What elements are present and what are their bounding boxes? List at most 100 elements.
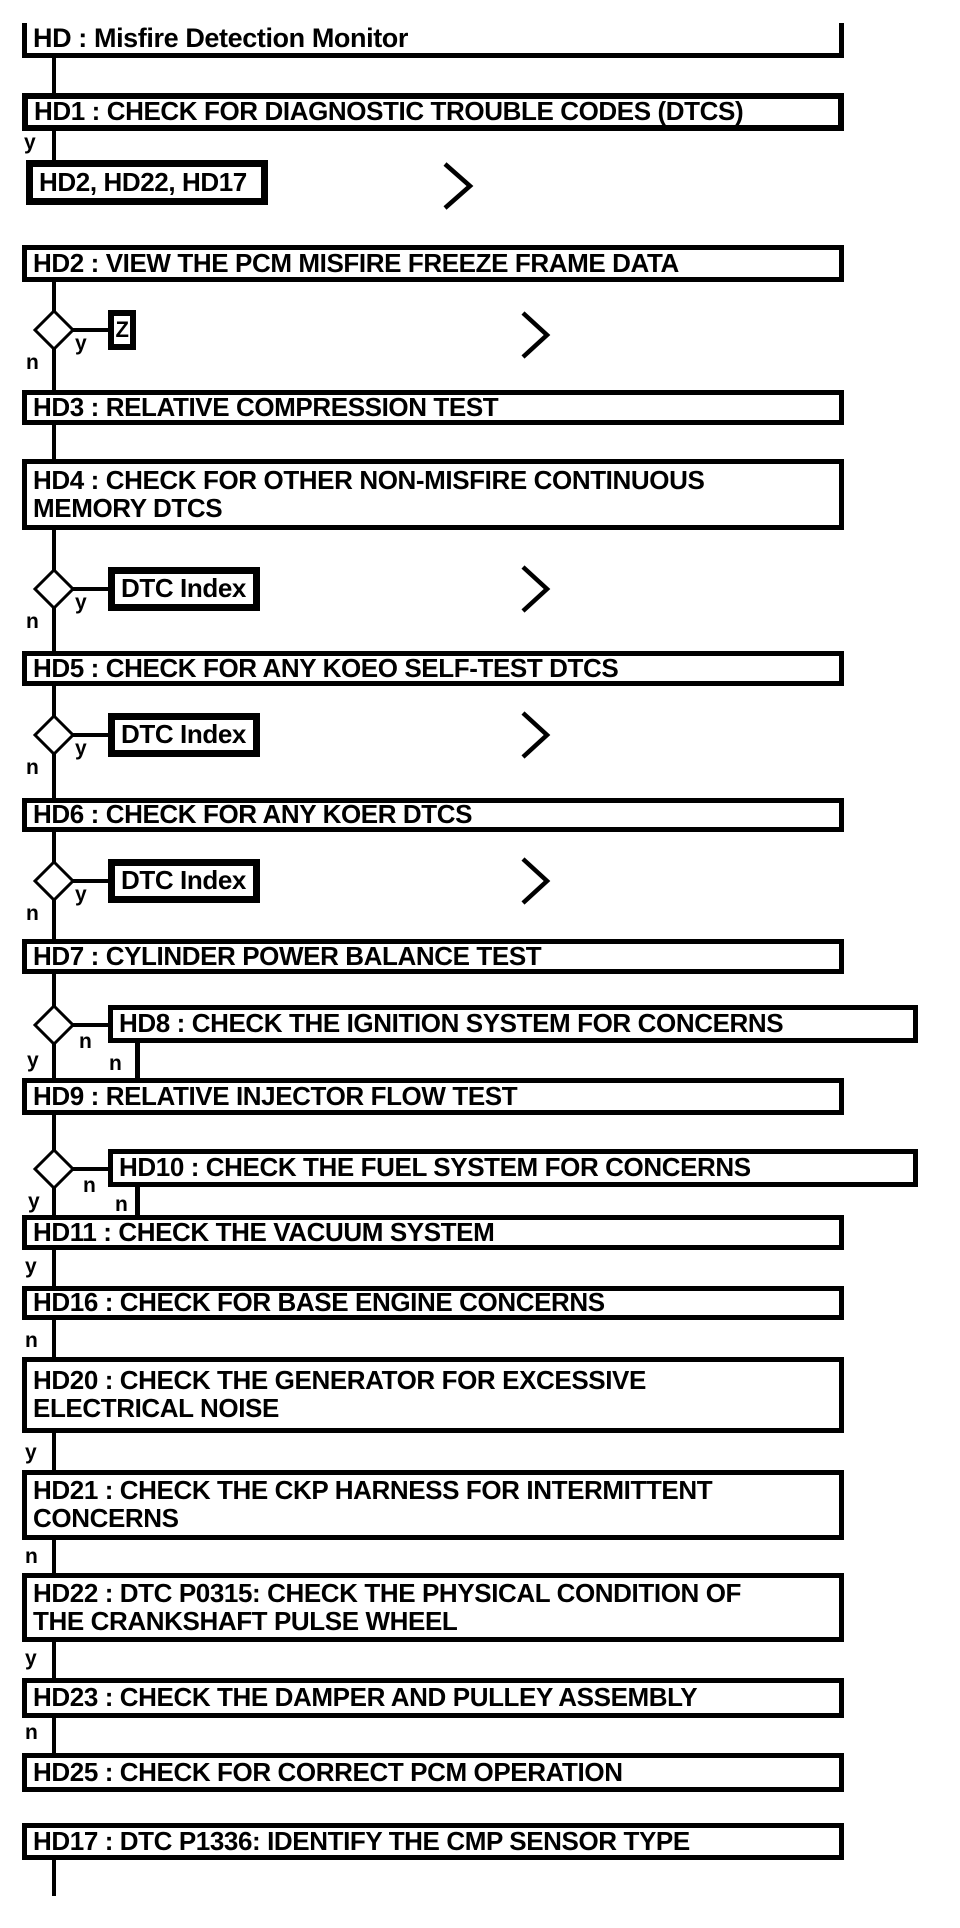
branch-label-yes-hd7: y (27, 1049, 39, 1072)
branch-label-yes-hd1: y (24, 131, 36, 154)
branch-label-no-hd21: n (25, 1545, 38, 1568)
branch-label-yes-hd9: y (28, 1190, 40, 1213)
branch-label-no-hd2: n (26, 351, 39, 374)
ref-z: Z (108, 310, 136, 350)
node-hd5-label: HD5 : CHECK FOR ANY KOEO SELF-TEST DTCS (33, 652, 619, 683)
connector-line (52, 347, 56, 392)
node-hd21: HD21 : CHECK THE CKP HARNESS FOR INTERMI… (22, 1470, 844, 1540)
connector-line (52, 606, 56, 653)
branch-label-no-hd23: n (25, 1721, 38, 1744)
node-hd6-label: HD6 : CHECK FOR ANY KOER DTCS (33, 799, 473, 830)
node-hd3-label: HD3 : RELATIVE COMPRESSION TEST (33, 391, 499, 422)
branch-label-no-hd5: n (26, 756, 39, 779)
decision-diamond-hd5 (32, 713, 76, 757)
connector-line (52, 1248, 56, 1288)
ref-dtc-index-1: DTC Index (108, 567, 260, 611)
node-hd4-label: HD4 : CHECK FOR OTHER NON-MISFIRE CONTIN… (33, 464, 705, 523)
chevron-right-icon (521, 311, 551, 359)
node-hd11: HD11 : CHECK THE VACUUM SYSTEM (22, 1215, 844, 1250)
node-hd1-label: HD1 : CHECK FOR DIAGNOSTIC TROUBLE CODES… (34, 96, 744, 127)
jump-list-label: HD2, HD22, HD17 (39, 166, 247, 197)
node-hd2-label: HD2 : VIEW THE PCM MISFIRE FREEZE FRAME … (33, 247, 679, 278)
ref-dtc-index-label: DTC Index (121, 573, 246, 604)
chevron-right-icon (521, 711, 551, 759)
decision-diamond-hd6 (32, 859, 76, 903)
node-hd22-label: HD22 : DTC P0315: CHECK THE PHYSICAL CON… (33, 1577, 742, 1636)
branch-label-no-hd7-right: n (79, 1030, 92, 1053)
connector-line (52, 752, 56, 800)
connector-line (52, 1537, 56, 1575)
branch-label-yes-hd20: y (25, 1441, 37, 1464)
connector-line (52, 1186, 56, 1217)
branch-label-yes-hd22: y (25, 1647, 37, 1670)
node-hd17-label: HD17 : DTC P1336: IDENTIFY THE CMP SENSO… (33, 1825, 690, 1856)
connector-line (52, 1715, 56, 1755)
connector-line (72, 1167, 110, 1171)
decision-diamonds (32, 308, 76, 1191)
node-hd23: HD23 : CHECK THE DAMPER AND PULLEY ASSEM… (22, 1678, 844, 1718)
node-hd11-label: HD11 : CHECK THE VACUUM SYSTEM (33, 1216, 495, 1247)
branch-label-no-hd8: n (109, 1052, 122, 1075)
chevron-right-icon (521, 857, 551, 905)
node-hd16-label: HD16 : CHECK FOR BASE ENGINE CONCERNS (33, 1287, 605, 1318)
connector-line (52, 129, 56, 162)
branch-label-no-hd9-right: n (83, 1174, 96, 1197)
chevron-right-icon (521, 565, 551, 613)
connector-line (52, 528, 56, 572)
connector-line (52, 898, 56, 941)
decision-diamond-hd9 (32, 1147, 76, 1191)
node-hd20-label: HD20 : CHECK THE GENERATOR FOR EXCESSIVE… (33, 1365, 646, 1423)
node-hd1: HD1 : CHECK FOR DIAGNOSTIC TROUBLE CODES… (22, 93, 844, 131)
connector-line (52, 830, 56, 864)
node-hd16: HD16 : CHECK FOR BASE ENGINE CONCERNS (22, 1286, 844, 1320)
node-hd10-label: HD10 : CHECK THE FUEL SYSTEM FOR CONCERN… (119, 1152, 751, 1183)
node-hd-label: HD : Misfire Detection Monitor (33, 22, 409, 53)
decision-diamond-hd4 (32, 567, 76, 611)
connector-line (52, 1318, 56, 1359)
node-hd22: HD22 : DTC P0315: CHECK THE PHYSICAL CON… (22, 1573, 844, 1642)
node-hd2: HD2 : VIEW THE PCM MISFIRE FREEZE FRAME … (22, 245, 844, 282)
connector-line (52, 684, 56, 718)
connector-line (72, 1023, 110, 1027)
ref-dtc-index-3: DTC Index (108, 859, 260, 903)
node-hd6: HD6 : CHECK FOR ANY KOER DTCS (22, 798, 844, 832)
branch-label-yes-hd11: y (25, 1255, 37, 1278)
connector-line (52, 972, 56, 1008)
connector-line (52, 1113, 56, 1152)
node-hd: HD : Misfire Detection Monitor (22, 23, 844, 58)
decision-diamond-hd7 (32, 1003, 76, 1047)
node-hd23-label: HD23 : CHECK THE DAMPER AND PULLEY ASSEM… (33, 1682, 698, 1713)
ref-dtc-index-2: DTC Index (108, 713, 260, 757)
branch-label-no-hd6: n (26, 902, 39, 925)
branch-label-no-hd10: n (115, 1193, 128, 1216)
node-hd9: HD9 : RELATIVE INJECTOR FLOW TEST (22, 1078, 844, 1115)
node-hd8: HD8 : CHECK THE IGNITION SYSTEM FOR CONC… (108, 1005, 918, 1043)
connector-line (52, 56, 56, 95)
branch-label-yes-hd2: y (75, 332, 87, 355)
ref-z-label: Z (115, 317, 129, 343)
branch-label-no-hd16: n (25, 1329, 38, 1352)
branch-label-yes-hd5: y (75, 737, 87, 760)
node-hd10: HD10 : CHECK THE FUEL SYSTEM FOR CONCERN… (108, 1149, 918, 1187)
node-hd17: HD17 : DTC P1336: IDENTIFY THE CMP SENSO… (22, 1823, 844, 1860)
node-hd8-label: HD8 : CHECK THE IGNITION SYSTEM FOR CONC… (119, 1008, 784, 1039)
node-hd21-label: HD21 : CHECK THE CKP HARNESS FOR INTERMI… (33, 1475, 713, 1533)
branch-label-yes-hd6: y (75, 883, 87, 906)
node-hd25: HD25 : CHECK FOR CORRECT PCM OPERATION (22, 1753, 844, 1792)
connector-line (52, 1430, 56, 1472)
node-hd7-label: HD7 : CYLINDER POWER BALANCE TEST (33, 940, 542, 971)
ref-dtc-index-label: DTC Index (121, 865, 246, 896)
node-hd9-label: HD9 : RELATIVE INJECTOR FLOW TEST (33, 1080, 518, 1111)
connector-line (135, 1185, 140, 1217)
connector-line (52, 280, 56, 313)
branch-label-yes-hd4: y (75, 591, 87, 614)
decision-diamond-hd2 (32, 308, 76, 352)
node-hd25-label: HD25 : CHECK FOR CORRECT PCM OPERATION (33, 1756, 623, 1787)
node-hd20: HD20 : CHECK THE GENERATOR FOR EXCESSIVE… (22, 1357, 844, 1433)
connector-line (52, 423, 56, 461)
node-hd7: HD7 : CYLINDER POWER BALANCE TEST (22, 939, 844, 974)
node-hd5: HD5 : CHECK FOR ANY KOEO SELF-TEST DTCS (22, 651, 844, 686)
jump-list-hd2-hd22-hd17: HD2, HD22, HD17 (26, 160, 268, 205)
connector-line (52, 1042, 56, 1080)
